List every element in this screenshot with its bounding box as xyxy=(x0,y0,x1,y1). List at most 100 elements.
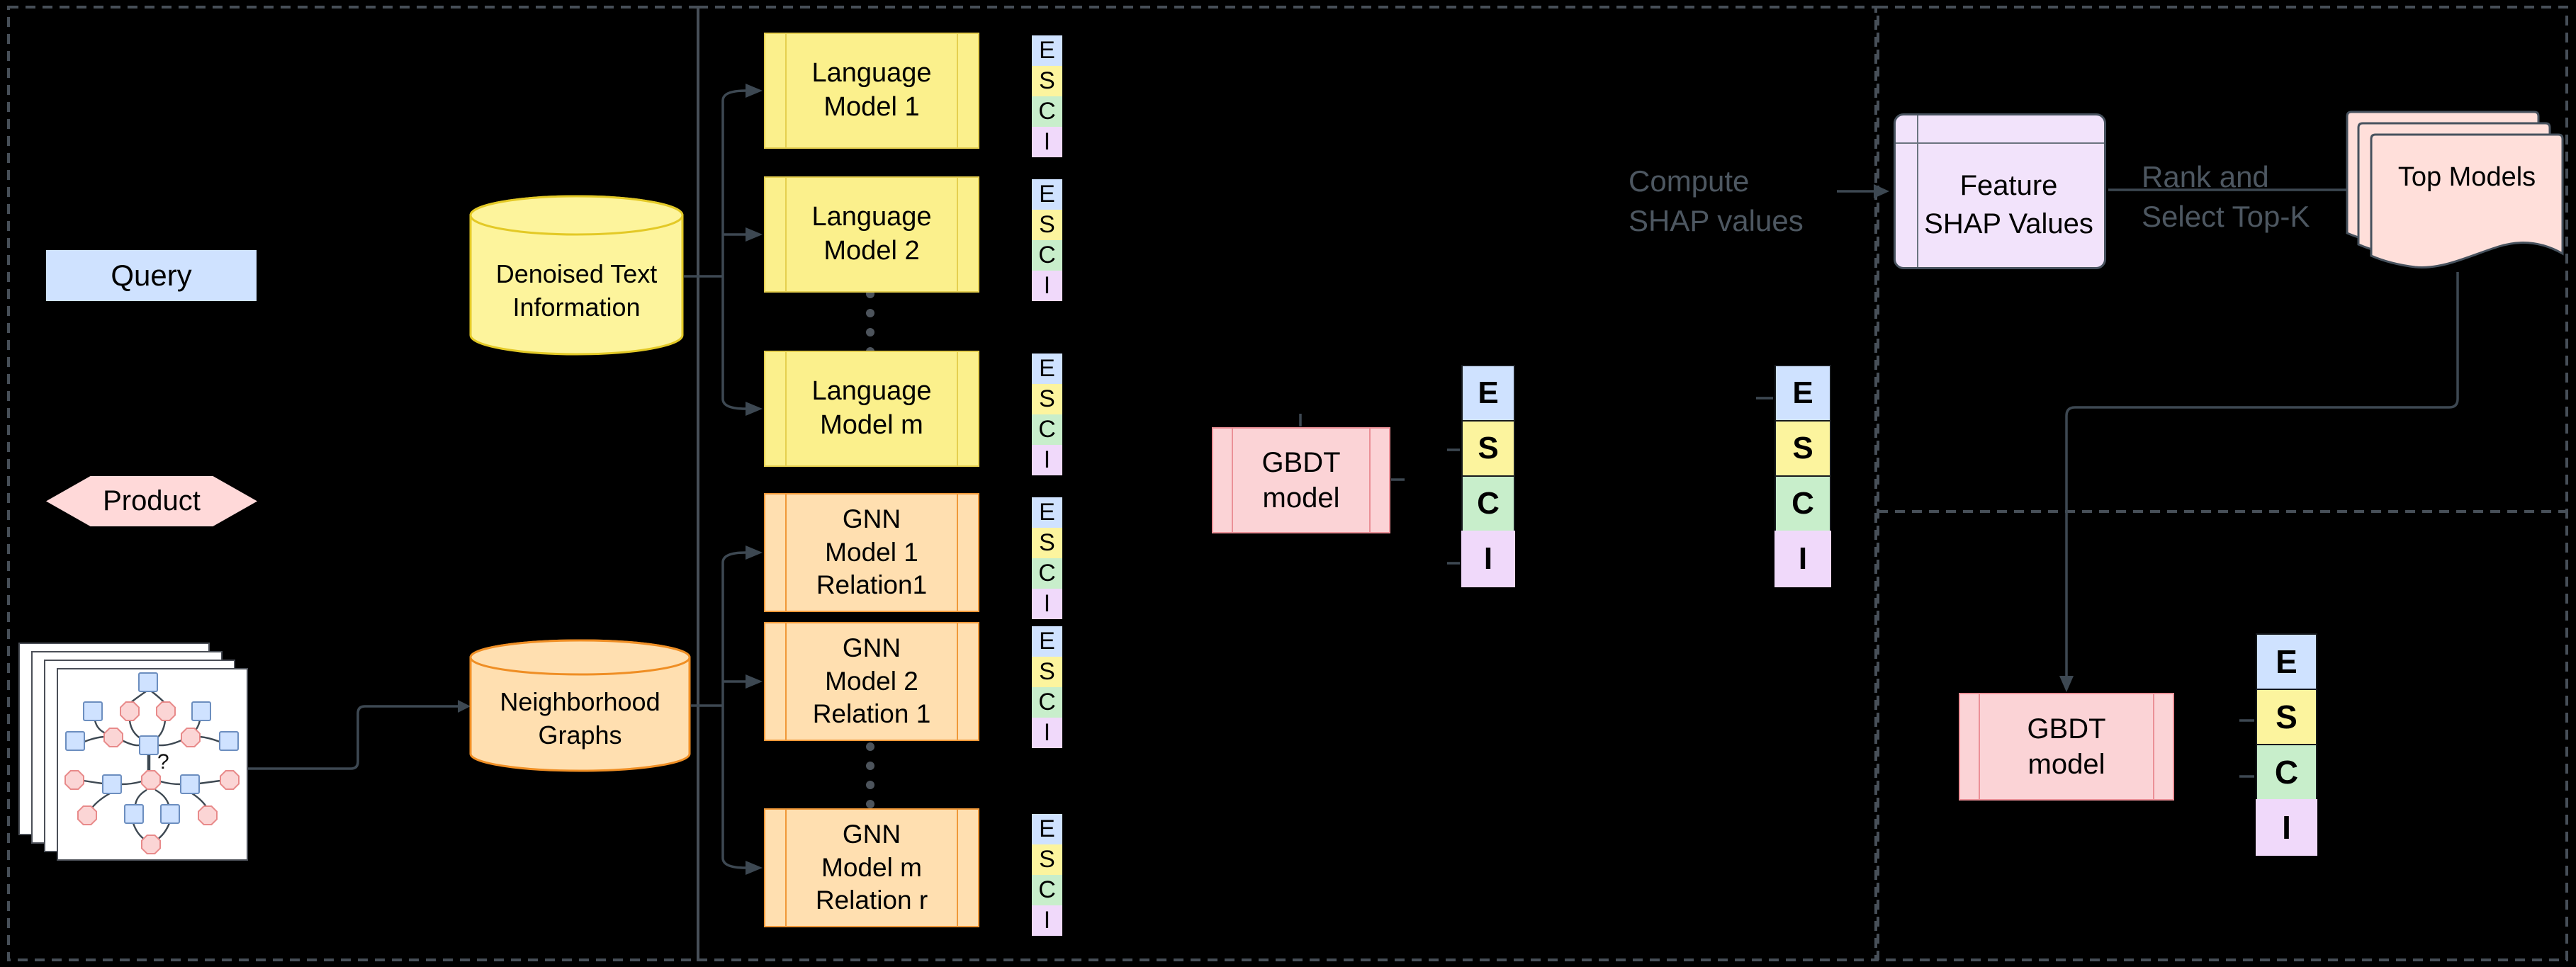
doc-page-front xyxy=(2370,133,2564,268)
graph-node-octagon xyxy=(77,805,97,825)
edge-topmodels-to-gbdt xyxy=(2065,272,2459,676)
edge-lm-branch xyxy=(721,89,746,410)
esci-output-lmm: E S C I xyxy=(1032,354,1062,475)
gnn-model-1-label: GNN Model 1 Relation1 xyxy=(816,504,928,600)
esci-cell-c: C xyxy=(1032,687,1062,718)
esci-cell-i: I xyxy=(1032,445,1062,475)
esci-cell-c: C xyxy=(1774,475,1831,532)
esci-stack-final-output: E S C I xyxy=(2256,633,2317,856)
esci-cell-s: S xyxy=(1032,384,1062,414)
gnn-model-m: GNN Model m Relation r xyxy=(764,808,979,927)
arrowhead xyxy=(746,674,763,689)
arrowhead xyxy=(2059,676,2074,692)
esci-cell-i: I xyxy=(1774,531,1831,587)
esci-cell-i: I xyxy=(1032,905,1062,936)
esci-cell-c: C xyxy=(1032,96,1062,127)
esci-cell-e: E xyxy=(1032,814,1062,844)
esci-cell-i: I xyxy=(1032,127,1062,157)
graph-node-octagon xyxy=(156,701,176,721)
product-graph-illustration: ? xyxy=(64,672,240,854)
esci-cell-c: C xyxy=(1032,875,1062,905)
esci-cell-c: C xyxy=(1461,475,1515,532)
denoised-db-label: Denoised Text Information xyxy=(495,259,658,322)
esci-cell-i: I xyxy=(1032,589,1062,619)
graph-node-octagon xyxy=(120,701,140,721)
graph-question-label: ? xyxy=(157,750,169,774)
graph-node-square xyxy=(191,701,211,721)
language-model-m: Language Model m xyxy=(764,351,979,467)
panel-models xyxy=(697,6,1877,961)
esci-cell-e: E xyxy=(1461,365,1515,422)
language-model-1-label: Language Model 1 xyxy=(811,58,932,122)
esci-cell-s: S xyxy=(1032,66,1062,96)
esci-cell-c: C xyxy=(1032,414,1062,445)
esci-output-lm1: E S C I xyxy=(1032,35,1062,157)
arrowhead xyxy=(1874,184,1889,198)
query-box: Query xyxy=(46,250,257,301)
card-vline xyxy=(1917,115,1918,267)
arrowhead xyxy=(458,700,471,713)
gbdt-model-ensemble: GBDT model xyxy=(1212,427,1390,533)
arrowhead xyxy=(746,402,763,416)
esci-cell-i: I xyxy=(1461,531,1515,587)
language-model-2-label: Language Model 2 xyxy=(811,202,932,266)
arrowhead xyxy=(746,545,763,560)
feature-shap-label: Feature SHAP Values xyxy=(1924,170,2093,239)
graph-node-square xyxy=(219,731,239,751)
esci-cell-e: E xyxy=(1032,354,1062,384)
edge-papers-to-neighborhood xyxy=(248,705,458,770)
top-models-docs: Top Models xyxy=(2346,106,2569,280)
gbdt-model-label: GBDT model xyxy=(1261,446,1341,514)
compute-shap-annotation: Compute SHAP values xyxy=(1629,164,1804,238)
neighborhood-db-label: Neighborhood Graphs xyxy=(500,687,660,750)
gnn-model-2: GNN Model 2 Relation 1 xyxy=(764,622,979,741)
graph-node-square xyxy=(65,731,85,751)
denoised-db: Denoised Text Information xyxy=(469,195,684,356)
language-model-m-label: Language Model m xyxy=(811,376,932,440)
graph-node-octagon xyxy=(220,770,240,790)
graph-node-square xyxy=(180,774,200,794)
graph-node-square xyxy=(138,672,158,692)
esci-cell-e: E xyxy=(1774,365,1831,422)
esci-cell-s: S xyxy=(1032,657,1062,687)
esci-cell-e: E xyxy=(1032,497,1062,528)
product-hexagon: Product xyxy=(46,476,257,526)
graph-node-octagon xyxy=(198,805,218,825)
panel-selection xyxy=(1877,6,2568,961)
graph-node-octagon xyxy=(103,728,123,747)
language-model-1: Language Model 1 xyxy=(764,33,979,149)
graph-node-octagon xyxy=(181,728,201,747)
query-label: Query xyxy=(111,259,192,292)
gbdt-model-final: GBDT model xyxy=(1959,693,2174,801)
esci-cell-s: S xyxy=(2256,689,2317,745)
graph-node-octagon xyxy=(141,835,161,854)
esci-cell-s: S xyxy=(1032,210,1062,240)
esci-cell-i: I xyxy=(1032,718,1062,748)
esci-cell-s: S xyxy=(1032,844,1062,875)
esci-cell-s: S xyxy=(1461,420,1515,477)
esci-cell-c: C xyxy=(1032,240,1062,271)
esci-cell-c: C xyxy=(1032,558,1062,589)
esci-output-gnn2: E S C I xyxy=(1032,626,1062,748)
esci-output-gnnm: E S C I xyxy=(1032,814,1062,936)
esci-cell-e: E xyxy=(1032,35,1062,66)
graph-node-square xyxy=(160,804,180,824)
esci-cell-i: I xyxy=(1032,271,1062,301)
esci-output-gnn1: E S C I xyxy=(1032,497,1062,619)
esci-cell-s: S xyxy=(1032,528,1062,558)
esci-stack-gbdt-input: E S C I xyxy=(1461,365,1515,587)
esci-cell-s: S xyxy=(1774,420,1831,477)
product-label: Product xyxy=(103,485,201,516)
edge-gnn-branch xyxy=(721,551,746,869)
graph-node-square xyxy=(102,774,122,794)
gbdt-model-final-label: GBDT model xyxy=(2027,713,2106,780)
feature-shap-card: Feature SHAP Values xyxy=(1894,113,2106,269)
esci-stack-gbdt-output: E S C I xyxy=(1774,365,1831,587)
page-1: ? xyxy=(57,668,248,861)
gnn-model-2-label: GNN Model 2 Relation 1 xyxy=(812,633,931,729)
gnn-model-m-label: GNN Model m Relation r xyxy=(815,820,928,915)
graph-node-square xyxy=(83,701,103,721)
esci-cell-e: E xyxy=(2256,633,2317,690)
